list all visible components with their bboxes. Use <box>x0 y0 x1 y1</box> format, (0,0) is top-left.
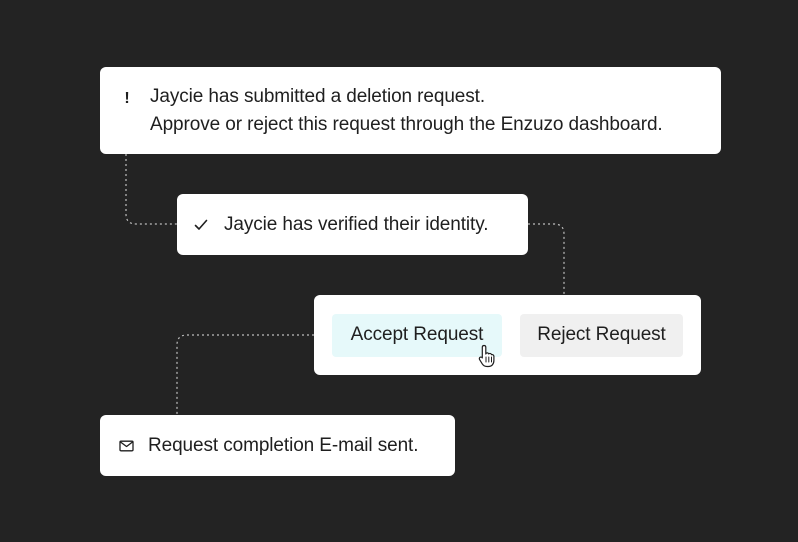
reject-request-button[interactable]: Reject Request <box>520 313 683 357</box>
identity-verified-card: Jaycie has verified their identity. <box>177 194 528 255</box>
deletion-request-card: ! Jaycie has submitted a deletion reques… <box>100 67 721 154</box>
accept-request-button[interactable]: Accept Request <box>332 313 502 367</box>
connector-verified-to-actions <box>528 223 565 295</box>
reject-request-label: Reject Request <box>537 324 666 345</box>
connector-submitted-to-verified <box>125 154 177 225</box>
email-sent-text: Request completion E-mail sent. <box>148 434 419 456</box>
email-sent-card: Request completion E-mail sent. <box>100 415 455 476</box>
deletion-request-message: Jaycie has submitted a deletion request.… <box>150 83 663 139</box>
connector-actions-to-email <box>176 334 314 415</box>
exclamation-icon: ! <box>124 90 130 107</box>
identity-verified-text: Jaycie has verified their identity. <box>224 213 489 235</box>
check-icon <box>193 219 209 231</box>
deletion-request-line-1: Jaycie has submitted a deletion request. <box>150 85 486 107</box>
deletion-request-line-2: Approve or reject this request through t… <box>150 113 663 135</box>
mail-icon <box>118 440 134 452</box>
request-actions-card: Accept Request Reject Request <box>314 295 701 375</box>
hand-pointer-cursor-icon <box>478 344 495 367</box>
accept-request-label: Accept Request <box>350 324 484 345</box>
